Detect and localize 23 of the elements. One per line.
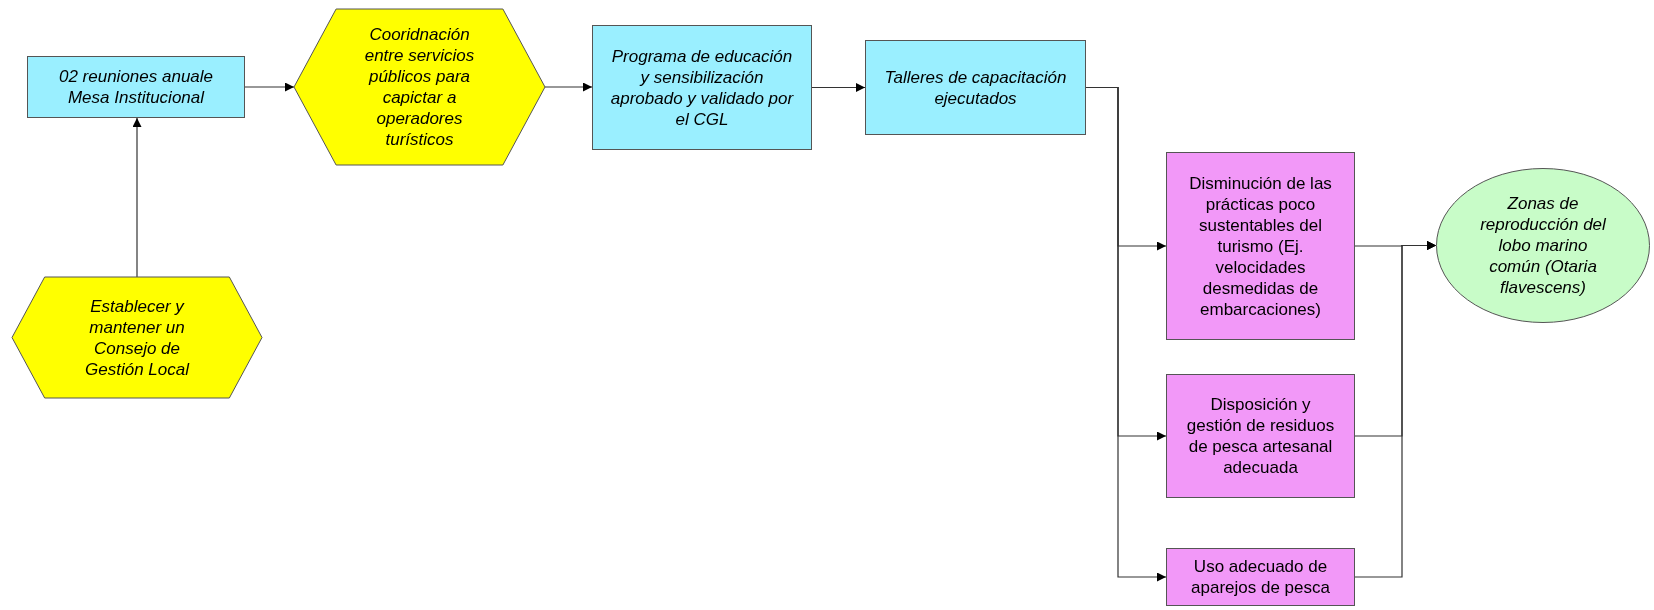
threat-box [1166, 152, 1355, 340]
node-text: Establecer y mantener un Consejo de Gestión Local [84, 295, 191, 380]
node-text: Programa de educación y sensibilización aprobado y validado por el CGL [609, 45, 795, 130]
threat-box [1166, 548, 1355, 606]
node-text: 02 reuniones anuale Mesa Institucional [57, 66, 215, 108]
threat-box [1166, 374, 1355, 498]
node-text: Disposición y gestión de residuos de pesca artesanal adecuada [1185, 394, 1336, 478]
node-text: Disminución de las prácticas poco sustentables del turismo (Ej. velocidades desmedidas de embarcaciones) [1188, 172, 1333, 320]
node-text: Talleres de capacitación ejecutados [883, 66, 1068, 109]
output-box [592, 25, 812, 150]
arrow [1354, 241, 1437, 578]
node-text: Uso adecuado de aparejos de pesca [1190, 556, 1331, 598]
arrow [544, 82, 593, 92]
node-text: Zonas de reproducción del lobo marino común (Otaria flavescens) [1479, 193, 1607, 298]
arrow [811, 83, 866, 92]
target-ellipse [1436, 168, 1650, 323]
arrow [132, 117, 142, 278]
output-box [27, 56, 245, 118]
node-text: Cooridnación entre servicios públicos para capictar a operadores turísticos [363, 24, 476, 150]
arrow [244, 82, 295, 92]
output-box [865, 40, 1086, 135]
strategy-hexagon [294, 9, 545, 165]
strategy-hexagon [12, 277, 262, 398]
